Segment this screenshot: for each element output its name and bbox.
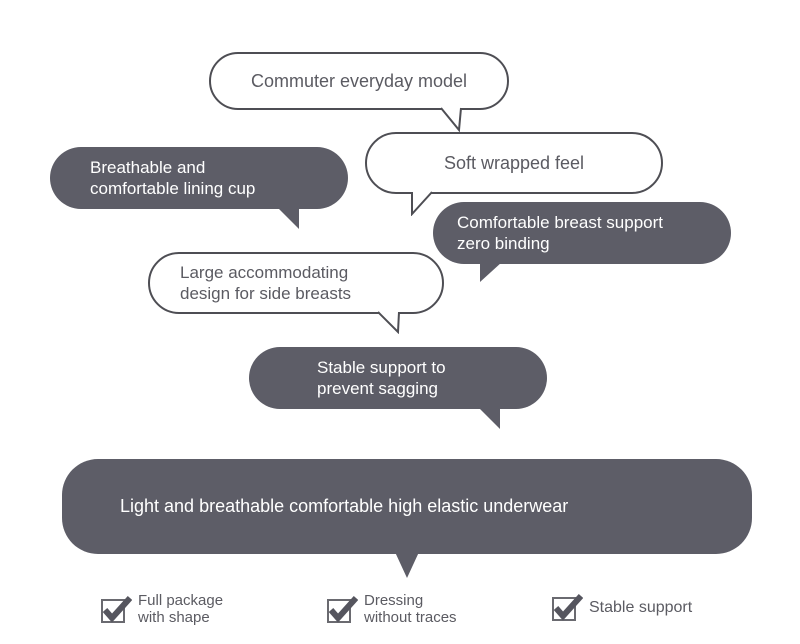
- bubble-lining: Breathable and comfortable lining cup: [50, 147, 348, 209]
- bubble-soft: Soft wrapped feel: [365, 132, 663, 194]
- bubble-lining-tail: [277, 207, 299, 229]
- checkbox-checked-icon: [100, 594, 133, 624]
- bubble-commuter: Commuter everyday model: [209, 52, 509, 110]
- bubble-commuter-text: Commuter everyday model: [250, 70, 468, 91]
- bubble-commuter-tail: [440, 107, 462, 132]
- bubble-soft-text: Soft wrapped feel: [443, 152, 585, 173]
- feature-stable-support: Stable support: [551, 592, 692, 622]
- bubble-soft-tail: [411, 191, 433, 216]
- feature-label: Dressing without traces: [364, 592, 457, 626]
- feature-dressing: Dressing without traces: [326, 592, 457, 626]
- checkbox-checked-icon: [326, 594, 359, 624]
- bubble-support: Comfortable breast support zero binding: [433, 202, 731, 264]
- bubble-support-line2: zero binding: [457, 234, 550, 253]
- checkbox-checked-icon: [551, 592, 584, 622]
- bubble-lining-line1: Breathable and: [90, 158, 206, 177]
- bubble-main-text: Light and breathable comfortable high el…: [120, 496, 569, 516]
- bubble-side-tail: [378, 311, 400, 334]
- bubble-side-line1: Large accommodating: [180, 263, 349, 282]
- feature-label: Full package with shape: [138, 592, 224, 626]
- bubble-support-tail: [480, 262, 502, 282]
- feature-full-package: Full package with shape: [100, 592, 223, 626]
- bubble-side-line2: design for side breasts: [180, 284, 352, 303]
- bubble-side: Large accommodating design for side brea…: [148, 252, 444, 314]
- bubble-main: Light and breathable comfortable high el…: [62, 459, 752, 554]
- bubble-sagging-line2: prevent sagging: [317, 379, 438, 398]
- bubble-support-line1: Comfortable breast support: [457, 213, 663, 232]
- bubble-main-tail: [395, 552, 419, 578]
- feature-label: Stable support: [589, 598, 693, 616]
- bubble-sagging-line1: Stable support to: [317, 358, 446, 377]
- bubble-sagging-tail: [478, 407, 500, 429]
- bubble-lining-line2: comfortable lining cup: [90, 179, 256, 198]
- bubble-sagging: Stable support to prevent sagging: [249, 347, 547, 409]
